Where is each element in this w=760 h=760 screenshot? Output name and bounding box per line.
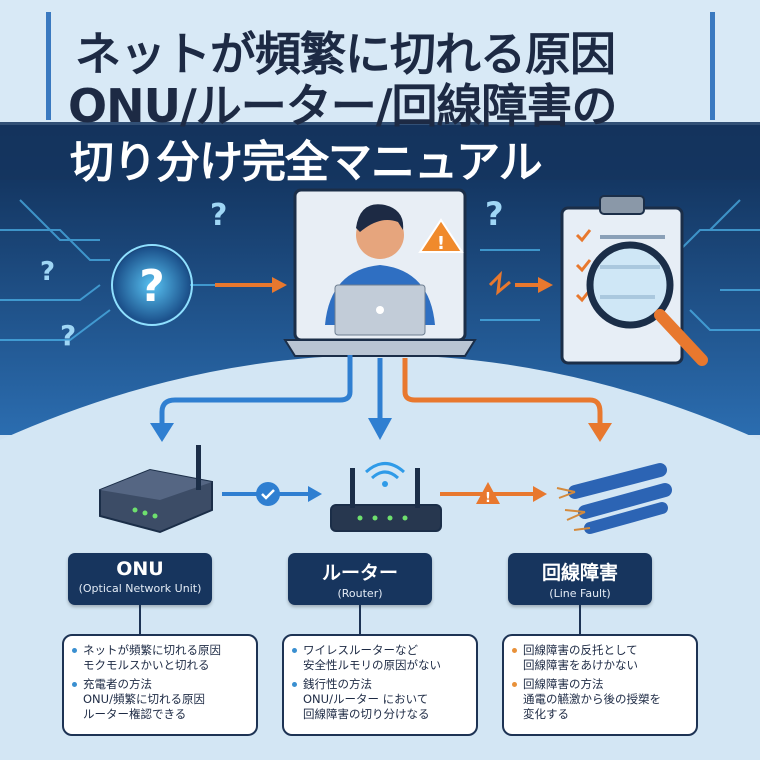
item-line: 充電者の方法 [83,677,152,691]
category-label-onu: ONU (Optical Network Unit) [68,553,212,605]
title-line-3: 切り分け完全マニュアル [70,137,543,188]
router-device-icon [330,462,442,532]
list-item: ネットが頻繁に切れる原因モクモルスかいと切れる [72,643,248,673]
title-line-2: ONU/ルーター/回線障害の [68,79,618,133]
svg-text:?: ? [60,319,76,352]
list-item: ワイレスルーターなど安全性ルモリの原因がない [292,643,468,673]
item-line: ワイレスルーターなど [303,643,418,657]
details-box-line-fault: 回線障害の反托として回線障害をあけかない 回線障害の方法通電の觾激から後の授槊を… [502,634,698,736]
warning-icon: ! [418,218,464,254]
bullet-icon [512,648,517,653]
category-title: ONU [116,558,164,580]
item-line: ONU/頻繁に切れる原因 [83,692,205,706]
item-line: ルーター権認できる [83,707,187,721]
connector [139,605,141,635]
item-line: 回線障害の方法 [523,677,604,691]
item-line: ONU/ルーター において [303,692,429,706]
category-label-line-fault: 回線障害 (Line Fault) [508,553,652,605]
onu-device-icon [99,445,213,534]
svg-text:?: ? [485,195,504,233]
category-title: ルーター [321,562,398,584]
svg-text:?: ? [210,198,227,233]
title-accent-bar-right [710,12,715,120]
bullet-icon [292,682,297,687]
category-subtitle: (Line Fault) [549,587,611,600]
category-subtitle: (Router) [337,587,383,600]
bullet-icon [512,682,517,687]
svg-text:?: ? [139,261,165,312]
item-line: 回線障害の切り分けなる [303,707,430,721]
bullet-icon [72,648,77,653]
connector [359,605,361,635]
svg-text:!: ! [485,491,491,506]
list-item: 回線障害の反托として回線障害をあけかない [512,643,688,673]
item-line: 変化する [523,707,569,721]
question-mark-icon: ? ? ? ? ? [40,195,504,352]
category-label-router: ルーター (Router) [288,553,432,605]
category-title: 回線障害 [541,562,618,584]
item-line: 銭行性の方法 [303,677,372,691]
bullet-icon [72,682,77,687]
laptop-user-icon [283,188,477,357]
svg-text:!: ! [437,233,445,254]
list-item: 回線障害の方法通電の觾激から後の授槊を変化する [512,677,688,722]
bullet-icon [292,648,297,653]
circuit-lines [0,199,760,341]
cable-bundle-icon [556,463,672,534]
clipboard-magnifier-icon [560,195,708,366]
title-line-1: ネットが頻繁に切れる原因 [75,27,616,81]
category-subtitle: (Optical Network Unit) [78,582,202,595]
title-accent-bar-left [46,12,51,120]
connector [579,605,581,635]
svg-text:?: ? [40,257,55,287]
item-line: 回線障害の反托として [523,643,638,657]
item-line: 安全性ルモリの原因がない [303,658,441,672]
item-line: 回線障害をあけかない [523,658,638,672]
item-line: 通電の觾激から後の授槊を [523,692,661,706]
item-line: モクモルスかいと切れる [83,658,210,672]
flow-arrows: ! [150,270,612,506]
item-line: ネットが頻繁に切れる原因 [83,643,221,657]
